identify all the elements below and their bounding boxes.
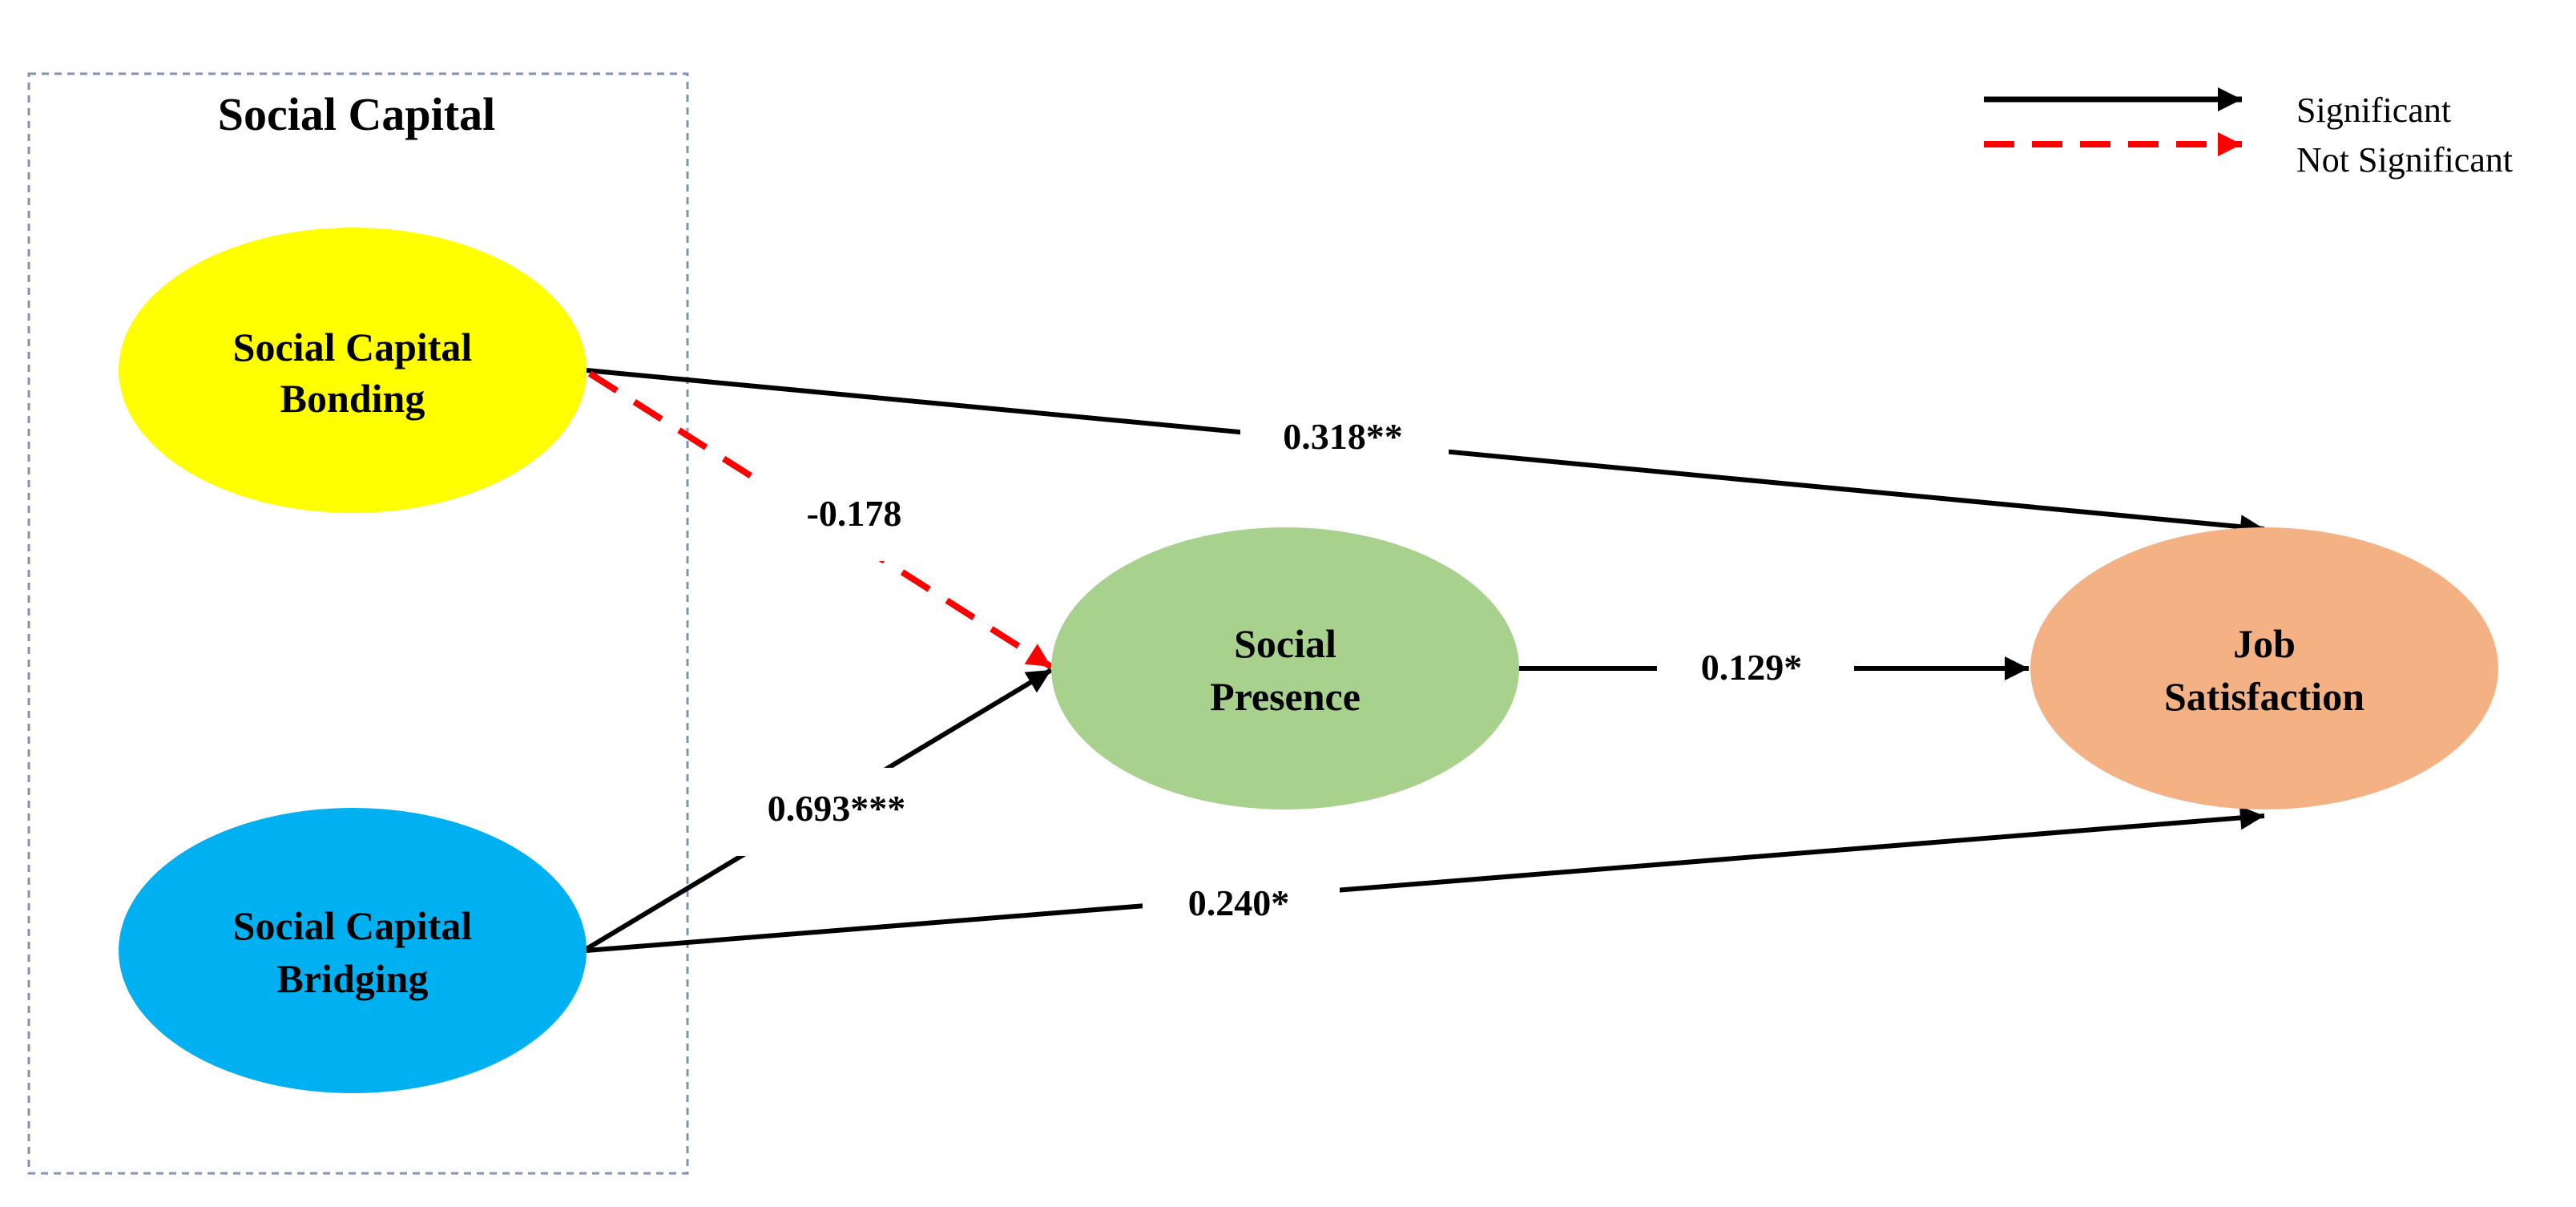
- node-satisfaction-label-line2: Satisfaction: [2164, 674, 2364, 719]
- social-capital-group-title: Social Capital: [218, 88, 495, 140]
- edge-label-presence-to-satisfaction: 0.129*: [1657, 638, 1854, 697]
- node-bonding-ellipse: [119, 228, 587, 513]
- svg-text:0.693***: 0.693***: [768, 788, 906, 829]
- node-presence-label-line2: Presence: [1210, 674, 1361, 719]
- node-presence-label-line1: Social: [1234, 621, 1336, 666]
- edge-label-bonding-to-satisfaction: 0.318**: [1240, 409, 1449, 465]
- node-presence-ellipse: [1051, 527, 1519, 809]
- node-job-satisfaction: Job Satisfaction: [2030, 527, 2498, 809]
- svg-text:0.318**: 0.318**: [1283, 416, 1403, 457]
- edge-bridging-to-satisfaction: [586, 805, 2265, 953]
- svg-text:0.129*: 0.129*: [1701, 647, 1803, 688]
- edge-label-bonding-to-presence: -0.178: [763, 481, 923, 561]
- svg-text:-0.178: -0.178: [807, 493, 902, 534]
- legend-not-significant-label: Not Significant: [2296, 140, 2513, 180]
- node-satisfaction-label-line1: Job: [2233, 621, 2296, 666]
- social-capital-group-box: [27, 72, 689, 1175]
- node-bonding-label-line2: Bonding: [280, 376, 425, 421]
- node-bonding-label-line1: Social Capital: [233, 325, 473, 369]
- edge-label-bridging-to-presence: 0.693***: [737, 768, 929, 856]
- node-social-capital-bridging: Social Capital Bridging: [119, 808, 587, 1093]
- edge-label-bridging-to-satisfaction: 0.240*: [1143, 874, 1340, 935]
- legend: Significant Not Significant: [1984, 87, 2513, 180]
- node-bridging-ellipse: [119, 808, 587, 1093]
- node-bridging-label-line2: Bridging: [277, 956, 429, 1001]
- node-social-presence: Social Presence: [1051, 527, 1519, 809]
- node-bridging-label-line1: Social Capital: [233, 903, 473, 948]
- svg-text:0.240*: 0.240*: [1188, 882, 1290, 923]
- node-social-capital-bonding: Social Capital Bonding: [119, 228, 587, 513]
- node-satisfaction-ellipse: [2030, 527, 2498, 809]
- legend-significant-label: Significant: [2296, 91, 2451, 130]
